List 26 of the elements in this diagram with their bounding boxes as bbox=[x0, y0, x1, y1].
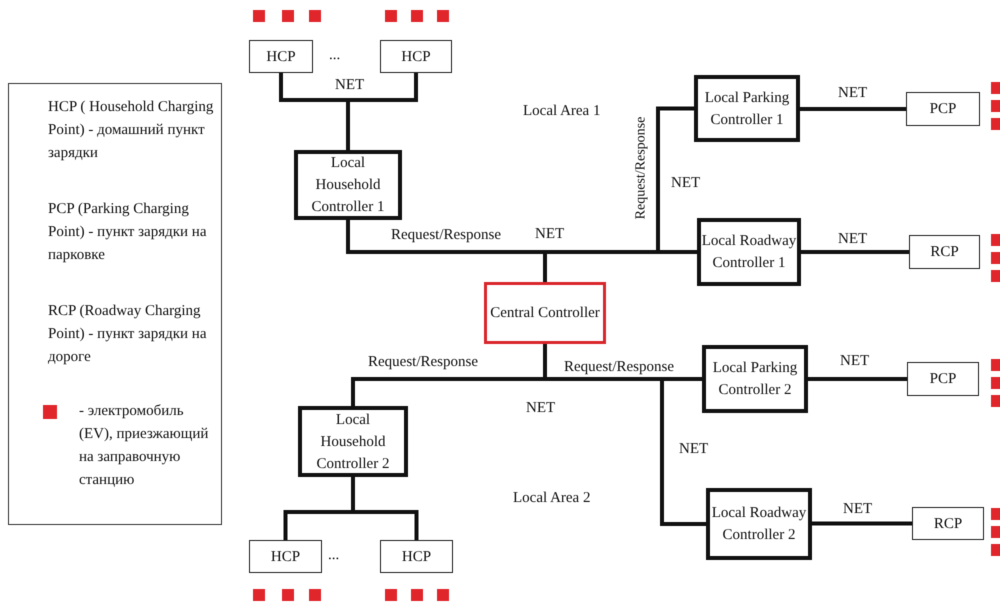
legend-text: RCP (Roadway Charging Point) - пункт зарядки на дороге bbox=[48, 302, 208, 367]
connector-line bbox=[810, 522, 912, 526]
legend-text: - электромобиль (EV), приезжающий на заправочную станцию bbox=[79, 402, 210, 490]
point-box: PCP bbox=[906, 92, 980, 126]
controller-box: Local Household Controller 2 bbox=[298, 406, 408, 477]
central-controller-box: Central Controller bbox=[484, 282, 606, 344]
point-box: HCP bbox=[249, 40, 313, 73]
controller-box: Local Roadway Controller 1 bbox=[697, 218, 801, 286]
legend-text: PCP (Parking Charging Point) - пункт зарядки на парковке bbox=[48, 200, 208, 265]
edge-label: Request/Response bbox=[562, 358, 676, 376]
controller-box: Local Household Controller 1 bbox=[294, 150, 402, 220]
point-box: HCP bbox=[249, 540, 322, 573]
controller-box: Local Parking Controller 1 bbox=[694, 75, 800, 142]
controller-box: Local Roadway Controller 2 bbox=[706, 488, 812, 560]
connector-line bbox=[806, 377, 907, 381]
connector-line bbox=[798, 106, 906, 111]
point-box: RCP bbox=[909, 235, 980, 269]
point-box: PCP bbox=[907, 362, 979, 396]
edge-label: Request/Response bbox=[389, 226, 503, 244]
point-box: HCP bbox=[380, 40, 452, 73]
connector-line bbox=[799, 250, 909, 254]
legend-text: HCP ( Household Charging Point) - домашний пункт зарядки bbox=[48, 98, 214, 163]
point-box: RCP bbox=[912, 507, 984, 540]
controller-box: Local Parking Controller 2 bbox=[702, 345, 808, 413]
edge-label: Request/Response bbox=[366, 353, 480, 371]
point-box: HCP bbox=[380, 540, 453, 573]
